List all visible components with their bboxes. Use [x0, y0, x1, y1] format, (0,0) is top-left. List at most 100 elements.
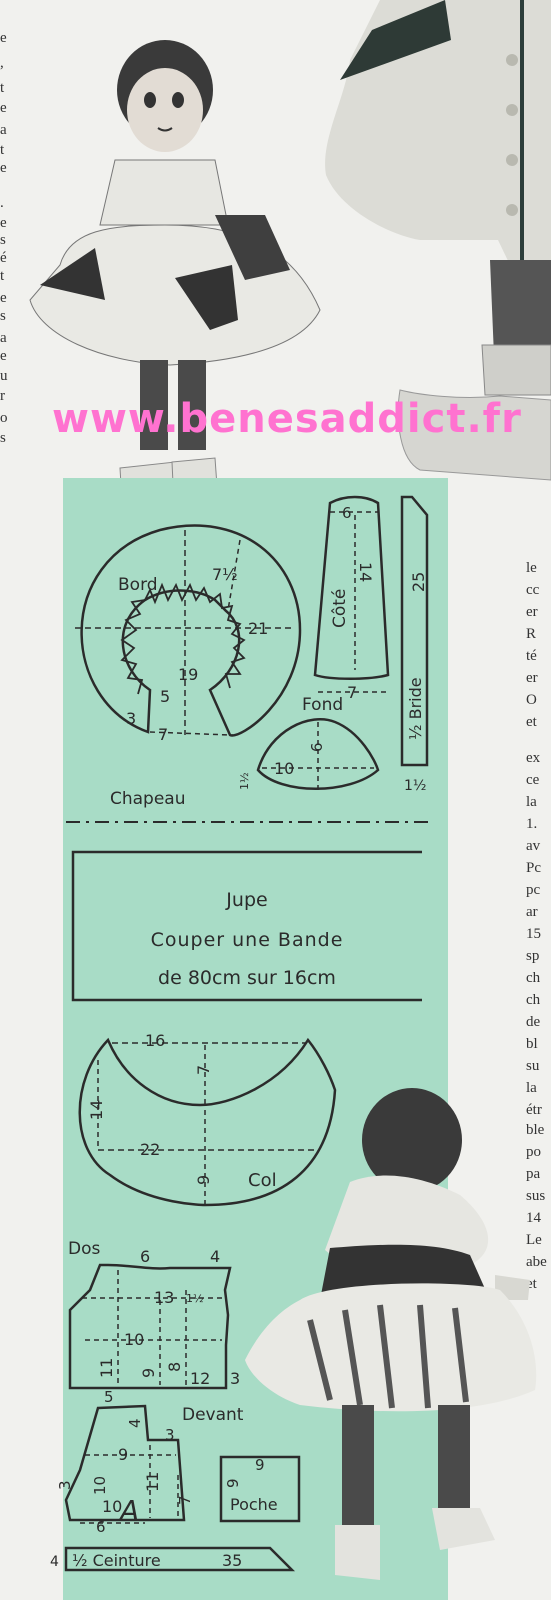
right-column-fragment: étr: [526, 1102, 542, 1118]
right-column-fragment: sp: [526, 948, 540, 964]
right-column-fragment: Le: [526, 1232, 542, 1248]
right-column-fragment: bl: [526, 1036, 538, 1052]
dim-col-bottom: 9: [194, 1175, 213, 1185]
left-column-fragment: o: [0, 410, 8, 426]
dim-devant-5: 5: [104, 1388, 114, 1406]
label-bord: Bord: [118, 575, 158, 595]
jupe-instruction-line1: Couper une Bande: [151, 929, 344, 951]
right-column-fragment: ex: [526, 750, 541, 766]
pattern-piece-jupe: [71, 850, 422, 1002]
dim-dos-9: 9: [139, 1368, 158, 1378]
right-column-fragment: av: [526, 838, 541, 854]
dim-bord-5: 5: [160, 687, 170, 706]
label-dos: Dos: [68, 1239, 100, 1259]
right-column-fragment: pa: [526, 1166, 541, 1182]
label-col: Col: [248, 1170, 277, 1191]
left-column-fragment: s: [0, 232, 6, 248]
dim-fond-width: 10: [274, 759, 294, 778]
left-column-fragment: r: [0, 388, 5, 404]
dim-dos-half: 1½: [186, 1292, 204, 1305]
dim-devant-11: 11: [143, 1472, 162, 1492]
dim-dos-10: 10: [124, 1330, 144, 1349]
dim-ceinture-length: 35: [222, 1551, 242, 1570]
right-column-fragment: 14: [526, 1210, 541, 1226]
dim-poche-height: 9: [224, 1478, 242, 1488]
right-column-fragment: ch: [526, 992, 541, 1008]
left-column-fragment: t: [0, 142, 5, 158]
dim-cote-height: 14: [356, 562, 375, 582]
right-column-fragment: 15: [526, 926, 541, 942]
right-column-fragment: cc: [526, 582, 540, 598]
dim-dos-8: 8: [165, 1362, 184, 1372]
dim-bord-7: 7: [158, 725, 168, 744]
left-column-fragment: e: [0, 290, 7, 306]
right-column-fragment: R: [526, 626, 537, 642]
watermark-url: www.benesaddict.fr: [52, 396, 522, 442]
left-column-fragment: e: [0, 100, 7, 116]
right-column-fragment: et: [526, 714, 537, 730]
right-column-fragment: O: [526, 692, 537, 708]
right-column-fragment: er: [526, 670, 538, 686]
doll-figure-bottom: [245, 1088, 537, 1580]
label-bride: ½ Bride: [406, 677, 425, 740]
dim-bord-width: 7½: [212, 565, 238, 584]
left-column-fragment: a: [0, 330, 7, 346]
dim-dos-shoulder: 6: [140, 1247, 150, 1266]
label-cote: Côté: [330, 589, 350, 628]
dim-devant-side: 10: [91, 1476, 109, 1495]
pattern-piece-poche: [219, 1455, 301, 1523]
left-column-fragment: s: [0, 308, 6, 324]
left-column-fragment: e: [0, 348, 7, 364]
right-column-fragment: er: [526, 604, 538, 620]
right-column-fragment: ce: [526, 772, 540, 788]
dim-cote-bottom: 7: [347, 683, 357, 702]
right-column-fragment: pc: [526, 882, 541, 898]
right-column-fragment: té: [526, 648, 537, 664]
dim-bride-width: 1½: [404, 778, 426, 794]
pattern-piece-fond: [256, 718, 380, 790]
dim-col-top: 16: [145, 1031, 165, 1050]
pattern-piece-col: [78, 1037, 337, 1207]
jupe-instruction-line2: de 80cm sur 16cm: [158, 967, 336, 989]
dim-dos-12: 12: [190, 1369, 210, 1388]
dim-col-side: 14: [87, 1100, 106, 1120]
left-column-fragment: t: [0, 80, 5, 96]
right-column-fragment: abe: [526, 1254, 547, 1270]
dim-devant-7: 7: [176, 1495, 194, 1505]
dim-devant-4: 4: [126, 1418, 144, 1428]
dim-cote-top: 6: [342, 504, 352, 522]
dim-dos-13: 13: [154, 1288, 174, 1307]
dim-devant-6: 6: [96, 1518, 106, 1536]
right-column-fragment: sus: [526, 1188, 546, 1204]
dim-bord-3: 3: [126, 709, 136, 728]
marker-devant-a: A: [118, 1494, 139, 1527]
label-fond: Fond: [302, 695, 343, 715]
left-column-fragment: a: [0, 122, 7, 138]
right-column-fragment: po: [526, 1144, 541, 1160]
dim-bord-inner: 19: [178, 665, 198, 684]
dim-devant-3b: 3: [56, 1480, 74, 1490]
dim-dos-11: 11: [97, 1358, 116, 1378]
right-column-fragment: de: [526, 1014, 541, 1030]
left-column-fragment: é: [0, 250, 7, 266]
pattern-piece-dos: [68, 1263, 232, 1390]
left-column-fragment: e: [0, 160, 7, 176]
dim-poche-width: 9: [255, 1456, 265, 1474]
dim-devant-10: 10: [102, 1497, 122, 1516]
dim-ceinture-width: 4: [50, 1554, 59, 1570]
pattern-piece-bord: [75, 524, 302, 737]
label-ceinture: ½ Ceinture: [72, 1551, 161, 1570]
left-column-fragment: s: [0, 430, 6, 446]
label-jupe: Jupe: [225, 889, 267, 911]
dim-bride-length: 25: [409, 572, 428, 592]
right-column-fragment: 1.: [526, 816, 538, 832]
right-column-fragment: la: [526, 1080, 537, 1096]
dim-fond-height: 6: [308, 742, 326, 752]
left-column-fragment: e: [0, 30, 7, 46]
right-column-fragment: ar: [526, 904, 538, 920]
dim-devant-9: 9: [118, 1445, 128, 1464]
label-chapeau: Chapeau: [110, 789, 186, 809]
doll-photo-top: [29, 0, 551, 500]
left-column-fragment: t: [0, 268, 5, 284]
right-column-fragment: ch: [526, 970, 541, 986]
